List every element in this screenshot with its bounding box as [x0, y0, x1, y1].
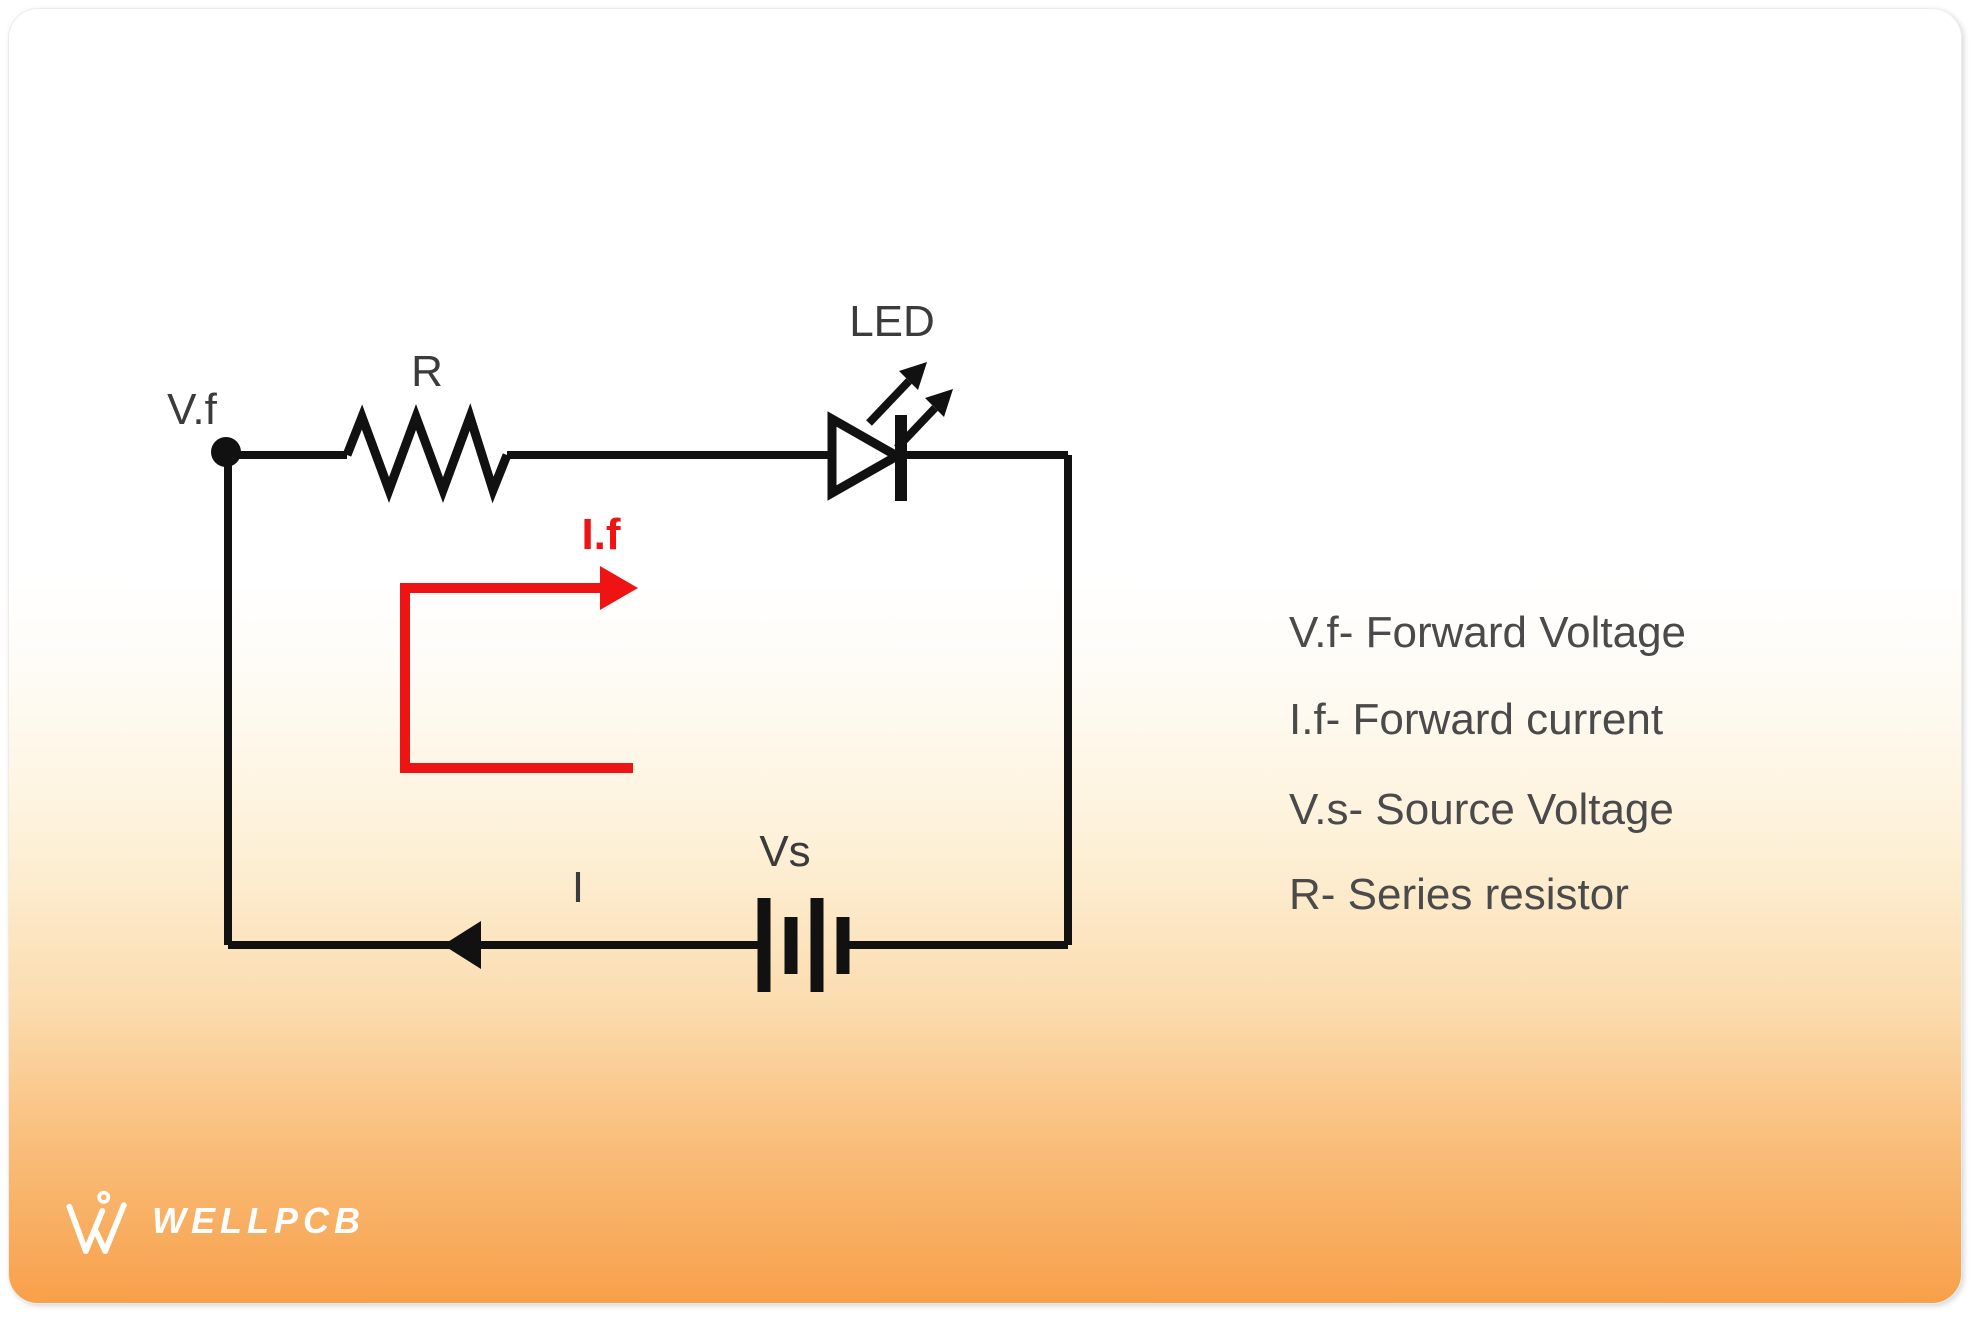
- logo-dot: [97, 1190, 111, 1204]
- battery-symbol: [757, 898, 850, 992]
- label-loop-current: I: [571, 863, 585, 912]
- resistor-symbol: [342, 403, 512, 504]
- legend-item-forward-current: I.f- Forward current: [1289, 695, 1664, 744]
- brand-logo: WELLPCB: [56, 1186, 365, 1256]
- label-forward-voltage: V.f: [167, 385, 217, 434]
- led-light-arrow-2: [894, 405, 938, 451]
- forward-current-loop: [400, 566, 638, 773]
- legend-item-series-resistor: R- Series resistor: [1289, 870, 1629, 919]
- current-loop-arrowhead: [600, 566, 638, 610]
- label-resistor: R: [411, 347, 443, 396]
- current-direction-arrowhead: [443, 921, 481, 969]
- led-symbol: [827, 362, 953, 501]
- logo-w-stroke-right: [92, 1202, 127, 1254]
- legend-item-source-voltage: V.s- Source Voltage: [1289, 785, 1674, 834]
- diode-triangle: [827, 411, 907, 501]
- wellpcb-logo-icon: [66, 1190, 127, 1254]
- label-led: LED: [849, 297, 935, 346]
- logo-w-stroke-left: [66, 1203, 106, 1254]
- node-dot: [211, 437, 241, 467]
- label-forward-current: I.f: [581, 510, 621, 559]
- led-light-arrowhead-2: [925, 389, 953, 417]
- brand-logo-text: WELLPCB: [152, 1200, 365, 1241]
- led-light-arrow-1: [866, 378, 912, 426]
- label-source-voltage: Vs: [759, 827, 811, 876]
- led-light-arrowhead-1: [899, 362, 927, 390]
- gradient-card: [8, 8, 1962, 1304]
- legend-item-forward-voltage: V.f- Forward Voltage: [1289, 608, 1687, 657]
- current-loop-path: [400, 583, 633, 773]
- circuit-wires: [211, 437, 1072, 949]
